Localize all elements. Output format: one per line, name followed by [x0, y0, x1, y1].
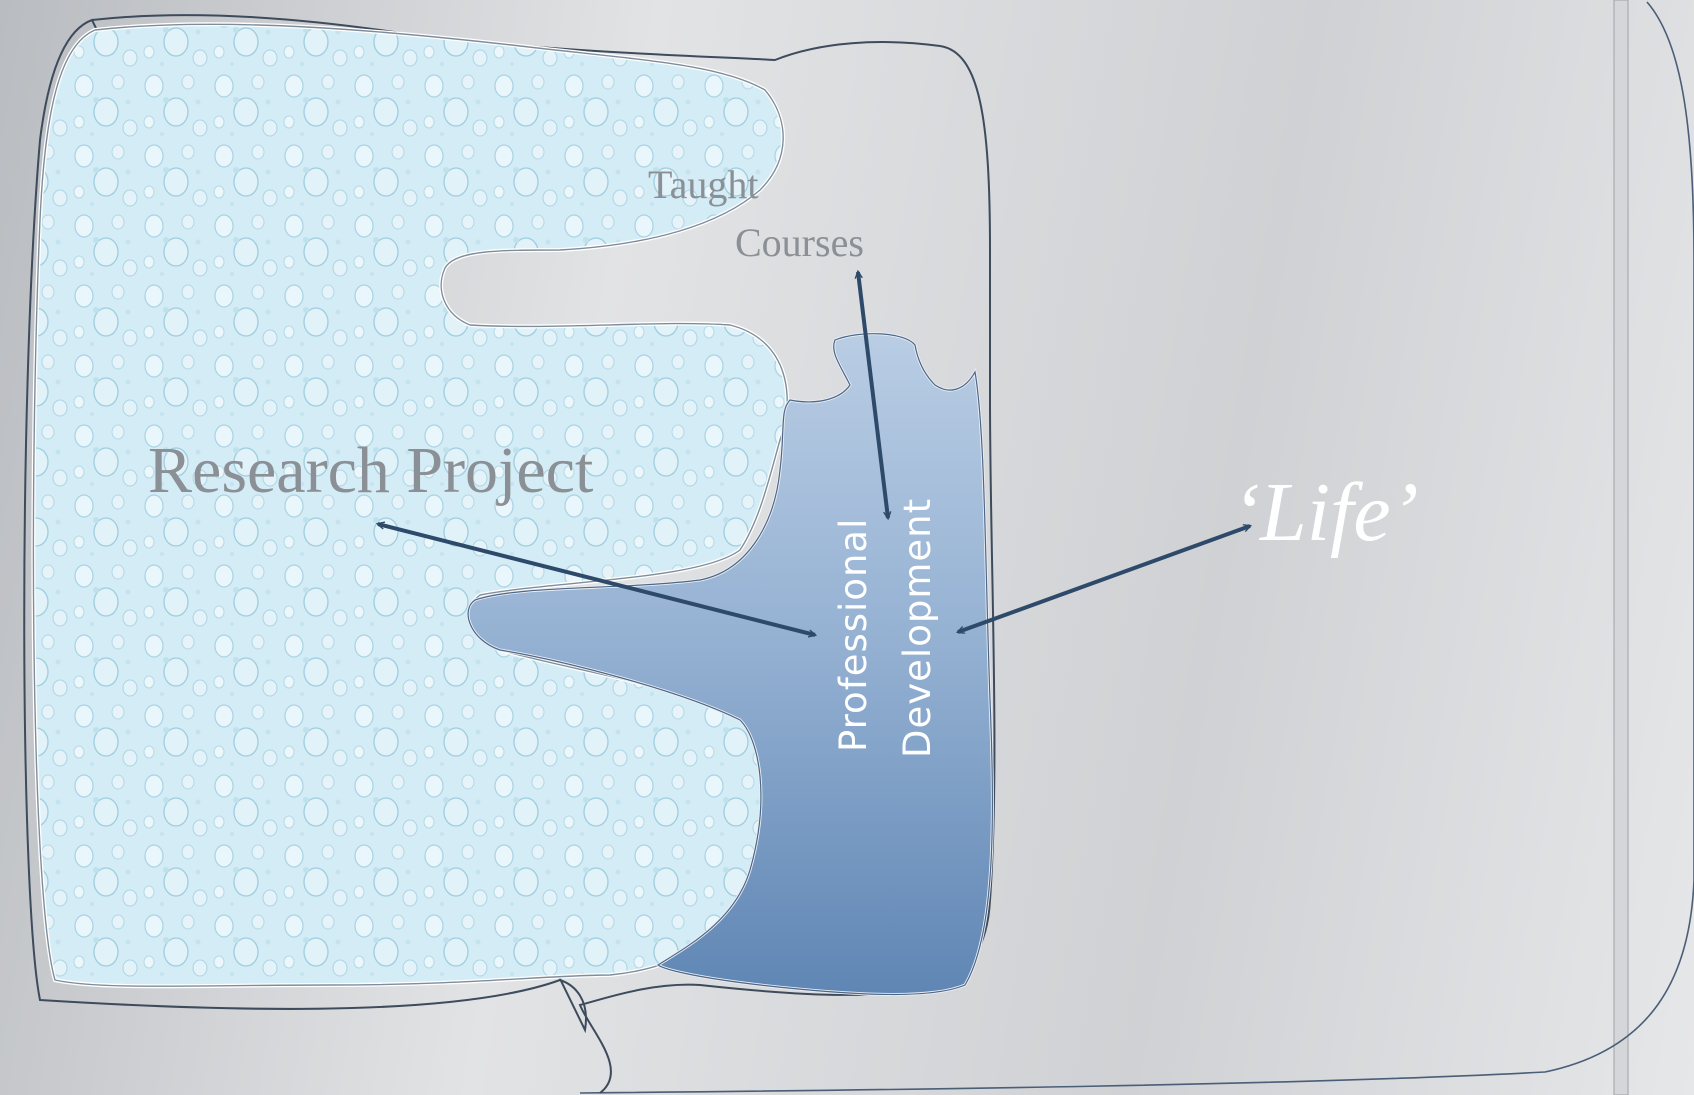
taught-courses-label-line1: Taught — [648, 162, 759, 207]
professional-label-line1: Professional — [832, 518, 875, 752]
professional-label-line2: Development — [896, 498, 939, 758]
taught-courses-label-line2: Courses — [735, 220, 864, 265]
slide-edge-bar — [1614, 0, 1628, 1095]
research-project-label: Research Project — [148, 434, 593, 507]
life-label: ‘Life’ — [1232, 466, 1419, 559]
arrow-professional-to-life — [958, 526, 1250, 632]
